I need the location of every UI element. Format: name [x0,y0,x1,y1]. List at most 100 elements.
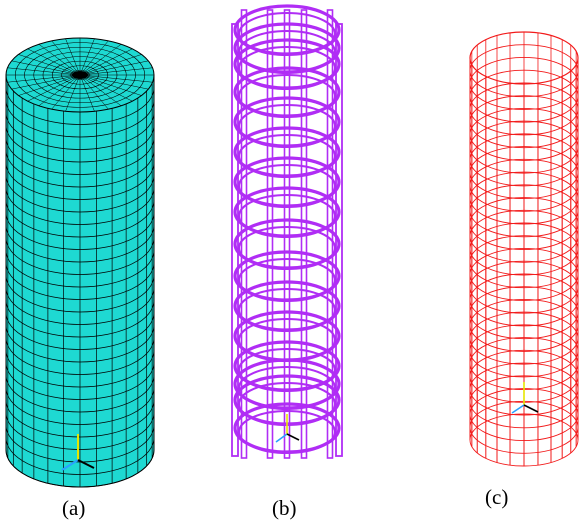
cap-spoke [51,40,81,76]
cap-spoke [11,60,81,76]
caption-a: (a) [62,496,86,520]
mesh-ring [5,387,155,425]
mesh-ring [5,187,155,225]
mesh-ring [5,87,155,125]
wire-ring [469,44,579,98]
panel-b-rebar-cage [231,4,343,459]
mesh-ring [5,324,155,363]
mesh-ring [5,212,155,250]
cap-spoke [79,74,133,102]
mesh-ring [5,374,155,413]
mesh-ring [5,349,155,388]
cap-spoke [27,74,81,102]
stirrup-hoop-inner [238,74,336,118]
stirrup-hoop-inner [238,258,336,302]
mesh-ring [5,362,155,400]
cap-spoke [79,40,109,76]
stirrup-hoop-inner [238,410,336,454]
axis-x [523,404,539,413]
mesh-ring [5,224,155,263]
cap-spoke [79,60,149,76]
wire-ring [469,286,579,340]
cap-spoke [79,38,95,76]
cap-spoke [79,74,153,83]
mesh-ring [5,124,155,163]
stirrup-hoop-inner [238,30,336,74]
wire-ring [469,95,579,149]
wire-ring [469,222,579,276]
wire-ring [469,298,579,352]
wire-ring [469,158,579,212]
mesh-ring [5,449,155,488]
mesh-ring [5,437,155,475]
mesh-ring [5,412,155,450]
wire-ring [469,209,579,263]
caption-c: (c) [485,485,509,509]
wire-ring [469,171,579,225]
mesh-ring [5,287,155,325]
cap-spoke [79,44,122,76]
wire-ring [469,273,579,327]
mesh-ring [5,262,155,300]
wire-ring [469,375,579,429]
cap-spoke [38,44,81,76]
cap-spoke [51,74,81,110]
caption-b: (b) [272,496,297,520]
stirrup-hoop-inner [238,226,336,270]
wire-ring [469,324,579,378]
mesh-ring [5,237,155,275]
cap-spoke [79,74,109,110]
stirrup-hoop-inner [238,104,336,148]
wire-ring [469,184,579,238]
mesh-ring [5,137,155,175]
cap-spoke [18,54,81,76]
cap-spoke [65,74,81,112]
cap-spoke [79,67,153,76]
wire-ring [469,260,579,314]
axis-z [61,459,79,471]
wire-ring [469,120,579,174]
stirrup-hoop-inner [238,46,336,90]
cap-spoke [7,67,81,76]
axis-x [77,459,95,469]
cap-spoke [38,74,81,106]
cap-spoke [79,74,95,112]
cap-spoke [79,74,122,106]
axis-z [275,433,288,443]
mesh-ring [5,99,155,138]
cap-spoke [65,38,81,76]
wire-ring [469,82,579,136]
wire-ring [469,311,579,365]
panel-a-concrete-mesh [5,37,155,488]
mesh-ring [5,274,155,313]
mesh-ring [5,249,155,288]
mesh-ring [5,174,155,213]
mesh-ring [5,337,155,375]
mesh-ring [5,162,155,200]
cap-spoke [79,54,142,76]
mesh-ring [5,299,155,338]
wire-ring [469,69,579,123]
mesh-ring [5,399,155,438]
cap-spoke [18,74,81,96]
stirrup-hoop-inner [238,134,336,178]
wire-ring [469,57,579,110]
mesh-ring [5,149,155,188]
wire-ring [469,107,579,161]
stirrup-hoop-inner [238,12,336,56]
wire-ring [469,248,579,301]
panel-c-wire-mesh [469,31,579,467]
cap-center [72,71,88,79]
wire-ring [469,146,579,200]
cap-spoke [7,74,81,83]
stirrup-hoop-inner [238,348,336,392]
stirrup-hoop-inner [238,288,336,332]
stirrup-hoop-inner [238,366,336,410]
mesh-ring [5,112,155,150]
wire-ring [469,413,579,467]
mesh-ring [5,199,155,238]
cap-spoke [27,48,81,76]
wire-ring [469,235,579,289]
stirrup-hoop-inner [238,194,336,238]
